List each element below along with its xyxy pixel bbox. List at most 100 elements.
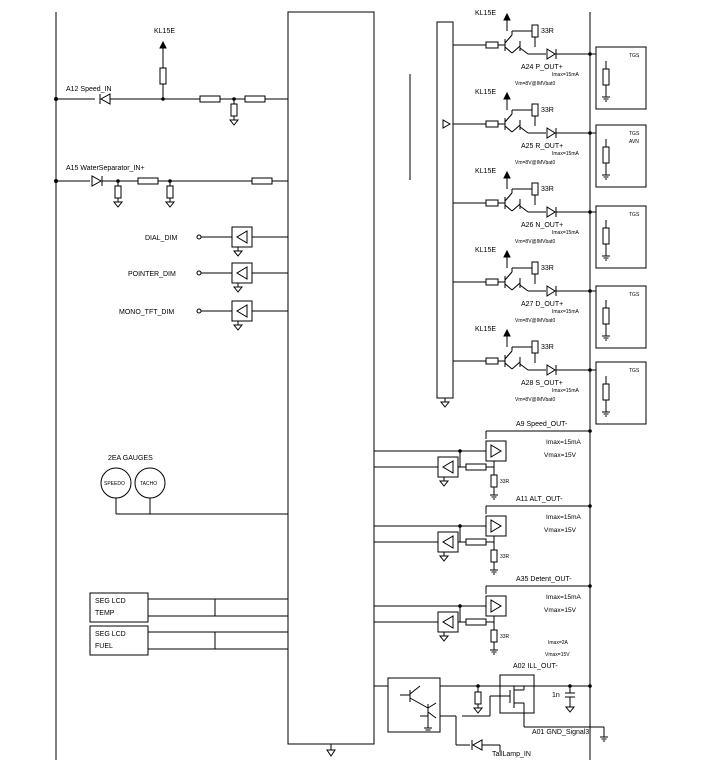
speedo-label: SPEEDO	[104, 481, 125, 487]
signal-channel-3: A35 Detent_OUT- Imax=15mA Vmax=15V 33R	[374, 576, 592, 655]
ill-gnd-label: A01 GND_Signal3	[532, 729, 589, 736]
resistor	[602, 383, 610, 401]
resistor	[602, 227, 610, 245]
diode-a12	[99, 93, 111, 105]
resistor	[531, 103, 539, 117]
signal-name: A35 Detent_OUT-	[516, 576, 572, 583]
mono-tft-dim-buffer	[231, 300, 253, 322]
load-label: TGS	[629, 368, 640, 374]
output-buffer	[485, 595, 507, 617]
mcu-ground-symbol	[326, 744, 336, 757]
res-label: 33R	[541, 28, 554, 35]
diode	[546, 364, 556, 376]
taillamp-diode	[471, 739, 483, 751]
gauges-title: 2EA GAUGES	[108, 455, 153, 462]
vmax-label: Vmax=15V	[544, 607, 577, 614]
imax-label: Imax=15mA	[546, 594, 582, 601]
signal-name: A11 ALT_OUT-	[516, 496, 563, 503]
bus-arrow	[442, 119, 452, 129]
resistor	[531, 182, 539, 196]
load-label: TGS	[629, 131, 640, 137]
mcu-block	[287, 11, 375, 745]
imax-label: Imax=15mA	[546, 439, 582, 446]
kl15e-label: KL15E	[475, 247, 496, 254]
seg-lcd-fuel-label1: SEG LCD	[95, 631, 126, 638]
ill-imax-label: Imax=2A	[548, 640, 569, 646]
seg-lcd-fuel-box	[89, 625, 149, 656]
input-buffer	[437, 611, 459, 633]
diode	[546, 127, 556, 139]
res-label: 33R	[541, 265, 554, 272]
seg-lcd-temp-label1: SEG LCD	[95, 598, 126, 605]
diode	[546, 206, 556, 218]
res-label: 33R	[541, 107, 554, 114]
resistor	[602, 68, 610, 86]
ill-cap-label: 1n	[552, 692, 560, 699]
output-channel-4: KL15E 33R A27 D_OUT+Imax=15mA Vm=8V@IMVbat0…	[453, 247, 647, 349]
a15-water-separator-label: A15 WaterSeparator_IN+	[66, 165, 145, 172]
output-name: A28 S_OUT+	[521, 380, 563, 387]
resistor	[485, 120, 499, 128]
imax-label: Imax=15mA	[552, 309, 579, 315]
seg-lcd-temp-box	[89, 592, 149, 623]
resistor	[465, 538, 487, 546]
resistor	[485, 199, 499, 207]
diode	[546, 48, 556, 60]
imax-label: Imax=15mA	[552, 151, 579, 157]
dial-dim-buffer	[231, 226, 253, 248]
vmax-label: Vmax=15V	[544, 452, 577, 459]
imax-label: Imax=15mA	[552, 230, 579, 236]
tgs-load-box	[595, 205, 647, 269]
imax-label: Imax=15mA	[552, 388, 579, 394]
resistor	[465, 463, 487, 471]
resistor	[531, 340, 539, 354]
signal-channel-1: A9 Speed_OUT- Imax=15mA Vmax=15V 33R	[374, 421, 592, 500]
res-label: 33R	[500, 634, 510, 640]
input-buffer	[437, 531, 459, 553]
resistor	[531, 24, 539, 38]
imax-label: Imax=15mA	[546, 514, 582, 521]
pointer-dim-label: POINTER_DIM	[128, 271, 176, 278]
a12-speed-in-label: A12 Speed_IN	[66, 86, 112, 93]
vm-label: Vm=8V@IMVbat0	[515, 81, 555, 87]
bus-ground-symbol	[440, 397, 450, 408]
signal-name: A9 Speed_OUT-	[516, 421, 568, 428]
vmax-label: Vmax=15V	[544, 527, 577, 534]
resistor	[485, 278, 499, 286]
output-buffer	[485, 440, 507, 462]
output-name: A27 D_OUT+	[521, 301, 563, 308]
load-label: TGS	[629, 53, 640, 59]
vm-label: Vm=8V@IMVbat0	[515, 318, 555, 324]
resistor	[490, 474, 498, 488]
ill-vmax-label: Vmax=15V	[545, 652, 570, 658]
kl15e-label: KL15E	[475, 326, 496, 333]
resistor	[244, 95, 266, 103]
tgs-load-box	[595, 361, 647, 425]
seg-lcd-temp-label2: TEMP	[95, 610, 115, 617]
dial-dim-label: DIAL_DIM	[145, 235, 177, 242]
diode-a15	[91, 175, 103, 187]
output-name: A25 R_OUT+	[521, 143, 563, 150]
pointer-dim-buffer	[231, 262, 253, 284]
load-label: TGS	[629, 292, 640, 298]
kl15e-label: KL15E	[475, 168, 496, 175]
output-name: A26 N_OUT+	[521, 222, 563, 229]
res-label: 33R	[500, 479, 510, 485]
resistor	[490, 629, 498, 643]
res-label: 33R	[541, 344, 554, 351]
resistor	[490, 549, 498, 563]
imax-label: Imax=15mA	[552, 72, 579, 78]
tgs-load-box	[595, 46, 647, 110]
vm-label: Vm=8V@IMVbat0	[515, 397, 555, 403]
resistor	[531, 261, 539, 275]
output-buffer	[485, 515, 507, 537]
resistor	[602, 146, 610, 164]
load-label: TGS	[629, 212, 640, 218]
input-buffer	[437, 456, 459, 478]
seg-lcd-fuel-label2: FUEL	[95, 643, 113, 650]
